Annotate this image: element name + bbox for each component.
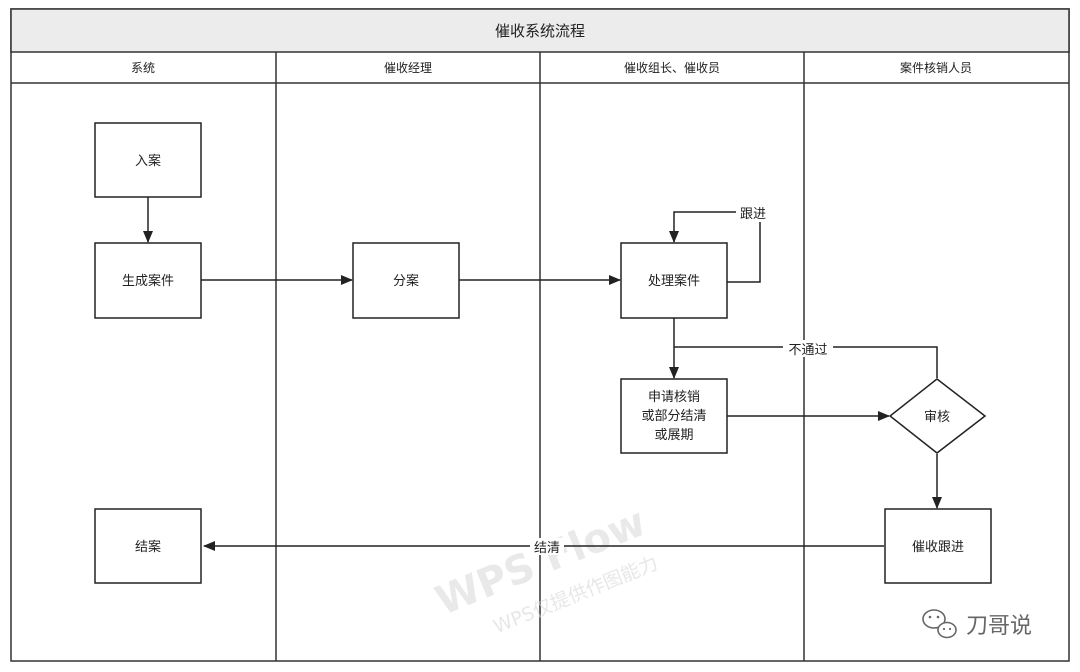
node-shenqing-box [620,378,728,454]
brand-name: 刀哥说 [966,614,1032,639]
diagram-title: 催收系统流程 [495,22,585,40]
edge-butongguo-label: 不通过 [788,343,827,358]
node-shenqing-line-3: 或展期 [654,428,693,443]
node-chuli-box [620,242,728,319]
wechat-icon [922,609,957,639]
node-ruan-box [94,122,202,198]
node-chuli-label: 处理案件 [648,274,700,289]
title-bar [10,8,1070,53]
edge-jieqing-label: 结清 [534,541,560,556]
node-fenan-label: 分案 [393,274,419,289]
lane-label-system: 系统 [131,61,155,75]
node-jiean[interactable]: 结案 [94,508,202,584]
node-shengcheng-label: 生成案件 [122,274,174,289]
edge-genjin-label-bg [736,204,770,222]
node-shengcheng[interactable]: 生成案件 [94,242,202,319]
node-shenqing-line-1: 申请核销 [648,390,700,405]
node-shengcheng-box [94,242,202,319]
node-shenhe-diamond [888,378,987,454]
node-ruan-label: 入案 [135,154,161,169]
node-fenan-box [352,242,460,319]
edge-jieqing-label-bg [530,538,564,555]
edge-butongguo-label-bg [783,340,833,357]
lane-label-writeoff: 案件核销人员 [900,60,972,75]
node-genjin-box [884,508,992,584]
node-shenhe-label: 审核 [924,410,950,425]
node-shenhe[interactable]: 审核 [888,378,987,454]
node-genjin[interactable]: 催收跟进 [884,508,992,584]
edge-butongguo [674,346,938,378]
node-chuli[interactable]: 处理案件 [620,242,728,319]
node-jiean-box [94,508,202,584]
node-shenqing[interactable]: 申请核销 或部分结清 或展期 [620,378,728,454]
lane-label-collector: 催收组长、催收员 [624,61,720,75]
node-shenqing-line-2: 或部分结清 [641,409,706,424]
edge-genjin-label: 跟进 [740,207,766,222]
lane-label-manager: 催收经理 [384,61,432,75]
node-ruan[interactable]: 入案 [94,122,202,198]
brand-logo: 刀哥说 [922,609,1032,639]
node-fenan[interactable]: 分案 [352,242,460,319]
node-genjin-label: 催收跟进 [912,540,964,555]
node-jiean-label: 结案 [135,540,161,555]
